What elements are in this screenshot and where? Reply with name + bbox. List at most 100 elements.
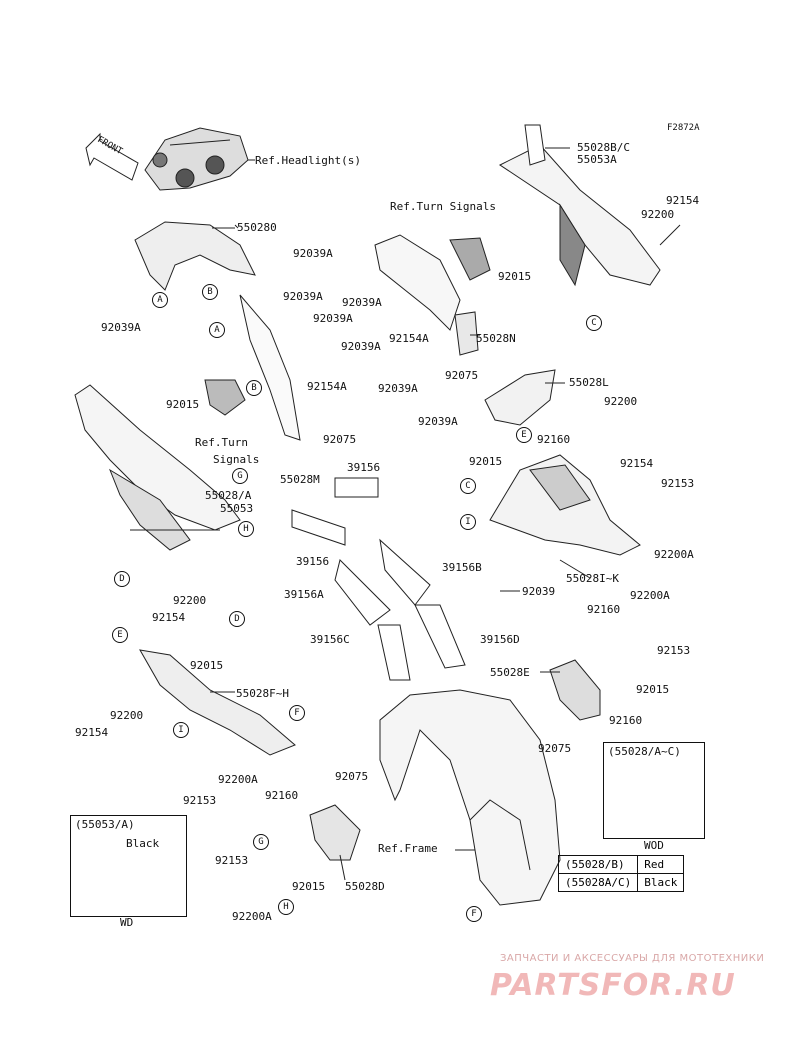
part-number: 92039A [378,382,418,395]
part-number: 92154 [666,194,700,207]
watermark-logo: PARTSFOR.RU [490,968,736,1003]
part-number: 92200A [654,548,694,561]
part-number: 92200A [630,589,670,602]
part-number: 92153 [215,854,249,867]
part-number: 92039A [342,296,382,309]
panel-55028d-icon [309,804,361,861]
callout-marker: H [238,521,254,537]
part-number: 92160 [587,603,621,616]
ref-headlight-label: Ref.Headlight(s) [255,154,361,167]
sticker-parts-icon [291,477,466,681]
part-number: 55028M [280,473,320,486]
part-number: 92154A [389,332,429,345]
callout-marker: B [202,284,218,300]
part-number: 92075 [335,770,369,783]
part-number: 92015 [292,880,326,893]
side-fairing-right-icon [489,454,641,556]
part-number: 39156B [442,561,482,574]
callout-marker: G [232,468,248,484]
part-number: 55028E [490,666,530,679]
callout-marker: A [152,292,168,308]
table-row: (55028A/C) Black [557,873,685,892]
part-number: 92015 [469,455,503,468]
part-number: 92153 [661,477,695,490]
part-number: 92039A [283,290,323,303]
part-number: 92015 [190,659,224,672]
part-number: 92200 [604,395,638,408]
part-number: 92075 [323,433,357,446]
table-cell-color: Red [637,855,685,874]
inset-title: (55053/A) [75,818,135,831]
frame-icon [379,689,561,906]
part-number: 92015 [636,683,670,696]
inset-55028a-c: (55028/A~C) [603,742,705,839]
part-number: 39156C [310,633,350,646]
part-number: 92039A [418,415,458,428]
callout-marker: G [253,834,269,850]
part-number: 92039A [313,312,353,325]
callout-marker: F [289,705,305,721]
callout-marker: D [229,611,245,627]
upper-fairing-icon [499,124,661,287]
part-number: 92154 [75,726,109,739]
color-table: (55028/B) Red (55028A/C) Black [557,855,685,892]
part-number: 55053A [577,153,617,166]
part-number: 92039A [293,247,333,260]
inset-55053a: (55053/A) Black [70,815,187,917]
part-number: 92075 [445,369,479,382]
part-number: 92075 [538,742,572,755]
part-number: 39156D [480,633,520,646]
part-number: 92015 [498,270,532,283]
ref-turn-signals-left-label-1: Ref.Turn [195,436,248,449]
callout-marker: E [112,627,128,643]
part-number: 55028F~H [236,687,289,700]
part-number: 55028D [345,880,385,893]
side-fairing-left-icon [74,294,301,551]
part-number: 55028I~K [566,572,619,585]
part-number: 92153 [183,794,217,807]
table-cell-part: (55028/B) [557,855,639,874]
figure-code: F2872A [667,123,700,133]
inset-color-label: Black [126,837,160,850]
callout-marker: C [460,478,476,494]
table-row: (55028/B) Red [557,855,685,874]
callout-marker: I [173,722,189,738]
inset-left-caption: WD [120,916,134,929]
table-cell-part: (55028A/C) [557,873,639,892]
part-number: 55028L [569,376,609,389]
ref-turn-signals-top-label: Ref.Turn Signals [390,200,496,213]
callout-marker: D [114,571,130,587]
part-number: 92200 [641,208,675,221]
lower-panel-left-icon [139,649,296,756]
part-number: 39156 [347,461,381,474]
ref-frame-label: Ref.Frame [378,842,438,855]
part-number: 92154A [307,380,347,393]
part-number: 92160 [609,714,643,727]
cowl-550280-icon [134,221,256,291]
part-number: 92153 [657,644,691,657]
inset-right-caption: WOD [644,839,664,852]
part-number: 92039A [341,340,381,353]
part-number: 55053 [220,502,254,515]
part-number: 92160 [537,433,571,446]
callout-marker: C [586,315,602,331]
part-number: 92200A [218,773,258,786]
callout-marker: I [460,514,476,530]
part-number: 92039 [522,585,556,598]
part-number: 92015 [166,398,200,411]
part-number: 55028/A [205,489,252,502]
part-number: 92039A [101,321,141,334]
callout-marker: F [466,906,482,922]
headlight-assembly-icon [144,127,249,191]
lower-panel-right-icon [549,659,601,721]
part-number: 92154 [620,457,654,470]
part-number: 92160 [265,789,299,802]
front-arrow-icon [85,132,139,181]
part-number: 92200A [232,910,272,923]
part-number: 39156 [296,555,330,568]
table-cell-color: Black [637,873,685,892]
part-number: 92154 [152,611,186,624]
inner-panel-icon [374,234,491,356]
ref-turn-signals-left-label-2: Signals [213,453,260,466]
